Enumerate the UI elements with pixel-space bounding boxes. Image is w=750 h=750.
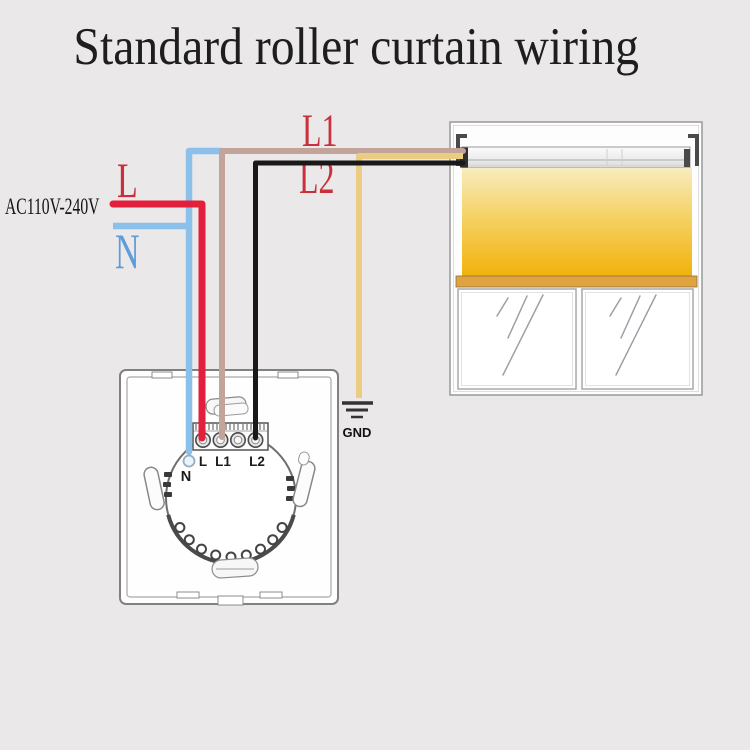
window-frame-inner-line xyxy=(453,125,699,392)
tube-left-endcap xyxy=(460,147,468,168)
tube-right-endcap xyxy=(684,149,690,167)
roller-curtain-window xyxy=(449,121,703,396)
plate-notches xyxy=(151,371,299,606)
switch-bottom-tab xyxy=(211,557,259,579)
ground-label: GND xyxy=(343,425,372,440)
wire-l2-run xyxy=(253,160,466,441)
mechanism-teeth xyxy=(174,522,288,563)
pane-left-glass xyxy=(457,288,577,390)
wall-switch xyxy=(119,369,339,606)
neutral-wire-label: N xyxy=(115,226,151,276)
switch-side-nub-right xyxy=(298,451,310,466)
bracket-right-icon xyxy=(688,134,699,166)
pane-right-glare-lines xyxy=(609,294,657,376)
ground-icon xyxy=(342,401,373,419)
pane-left-inner-line xyxy=(461,292,573,386)
switch-side-clip-right xyxy=(292,460,316,508)
terminal-label-live: L xyxy=(199,454,207,469)
l1-wire-label: L1 xyxy=(302,108,354,155)
mechanism-side-ticks xyxy=(163,472,295,501)
roller-tube xyxy=(460,146,691,169)
terminal-label-neutral: N xyxy=(181,469,191,485)
pane-left-glare-lines xyxy=(496,294,544,376)
window-pane-left xyxy=(457,288,577,390)
wire-neutral-run xyxy=(185,147,225,456)
page-title-text: Standard roller curtain wiring xyxy=(73,18,639,76)
switch-side-clip-left xyxy=(143,466,165,511)
window-pane-right xyxy=(581,288,694,390)
neutral-ring-terminal xyxy=(182,454,196,468)
roller-tube-body xyxy=(461,146,691,169)
supply-voltage-label: AC110V-240V xyxy=(5,195,144,218)
terminal-labels: L L1 L2 N xyxy=(181,454,265,485)
terminal-label-line1: L1 xyxy=(215,454,231,469)
curtain-blind xyxy=(462,168,692,277)
live-wire-label: L xyxy=(117,155,148,205)
switch-top-tab xyxy=(205,396,249,417)
blind-bottom-bar xyxy=(455,275,698,288)
wire-live-run xyxy=(109,200,206,442)
wire-ground-run xyxy=(356,153,463,398)
terminal-label-line2: L2 xyxy=(249,454,265,469)
supply-voltage-text: AC110V-240V xyxy=(5,194,100,219)
pane-right-glass xyxy=(581,288,694,390)
wires xyxy=(109,147,466,468)
live-wire-text: L xyxy=(117,152,138,208)
neutral-wire-text: N xyxy=(115,223,140,279)
wire-l1-run xyxy=(219,148,466,440)
page-title: Standard roller curtain wiring xyxy=(0,21,731,74)
l1-wire-text: L1 xyxy=(302,105,338,157)
pane-right-inner-line xyxy=(585,292,690,386)
